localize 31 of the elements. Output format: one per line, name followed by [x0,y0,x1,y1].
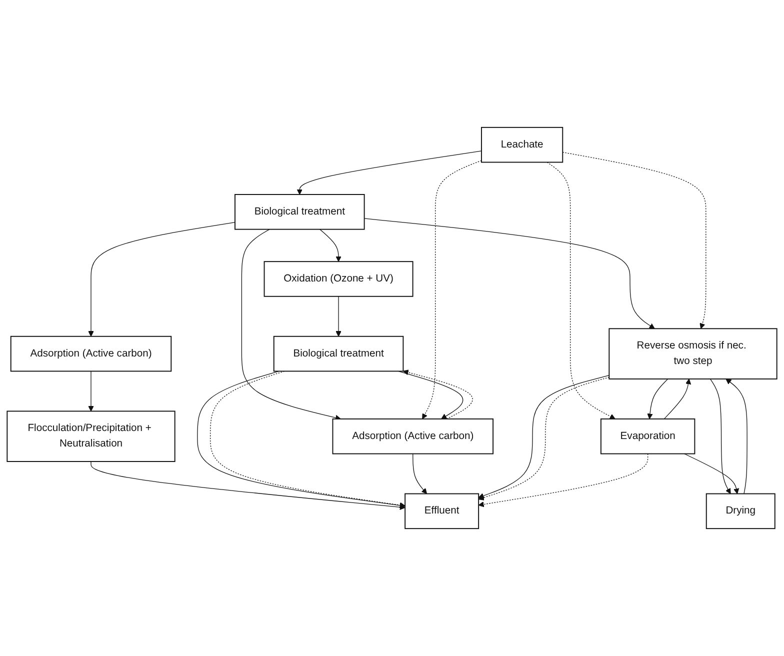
arrow [88,222,236,337]
arrow [402,370,473,420]
arrow [546,162,616,420]
arrow [684,453,740,494]
arrow [336,296,342,337]
arrow [647,378,668,420]
node-box: Leachate [481,126,564,163]
node-box: Drying [706,493,776,530]
arrow [296,150,482,195]
arrow [364,218,655,329]
node-box: Biological treatment [234,194,365,230]
arrow [710,378,731,494]
node-box: Adsorption (Active carbon) [332,418,494,454]
node-box: Flocculation/Precipitation + Neutralisation [6,410,176,462]
node-box: Effluent [404,493,480,530]
node-box: Oxidation (Ozone + UV) [264,261,414,297]
arrow [726,378,748,494]
node-box: Biological treatment [273,336,404,372]
arrow [478,453,648,508]
arrow [562,152,706,329]
arrow [241,229,341,420]
arrow [320,229,342,262]
arrow [398,370,464,420]
arrow [664,378,692,420]
node-box: Evaporation [600,418,696,454]
arrow [412,453,428,494]
node-box: Adsorption (Active carbon) [10,336,172,372]
node-box: Reverse osmosis if nec. two step [608,328,778,380]
arrow [422,160,482,420]
arrow [90,461,406,510]
arrow [88,370,94,412]
